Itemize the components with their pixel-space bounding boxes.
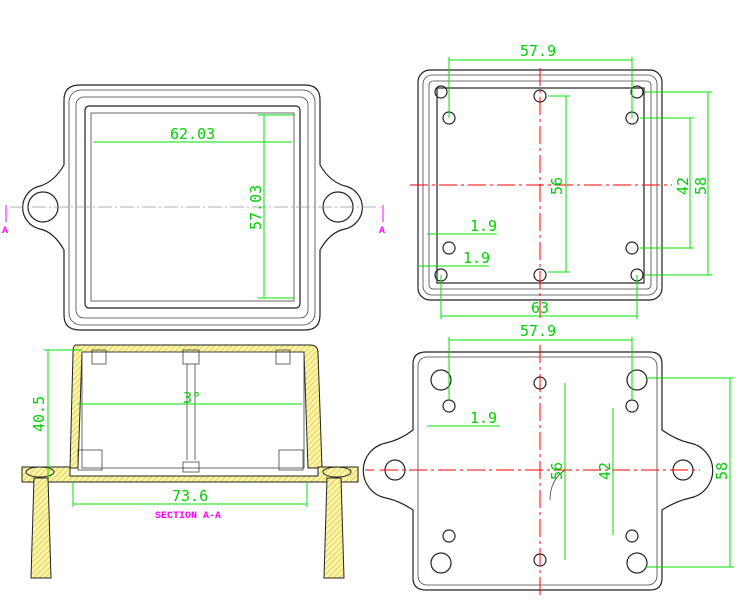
top-view: 62.03 57.03 A A xyxy=(2,84,385,331)
dim-56: 56 xyxy=(548,177,566,195)
section-title: SECTION A-A xyxy=(155,511,221,522)
dim-63: 63 xyxy=(531,299,549,317)
dim-1-9-b: 1.9 xyxy=(463,249,490,267)
dim-40-5: 40.5 xyxy=(30,396,48,432)
dim-42: 42 xyxy=(674,177,692,195)
inside-view: 57.9 63 56 42 58 1.9 1.9 xyxy=(410,42,712,322)
dim-width-62: 62.03 xyxy=(170,125,215,143)
dim-1-9-a: 1.9 xyxy=(470,217,497,235)
dim-57-9-bottom: 57.9 xyxy=(520,322,556,340)
dim-73-6: 73.6 xyxy=(172,487,208,505)
bottom-view: 57.9 1.9 56 42 58 xyxy=(362,322,734,595)
screw-left xyxy=(30,477,52,579)
section-marker-right: A xyxy=(379,226,385,237)
dim-57-9-top: 57.9 xyxy=(520,42,556,60)
screw-right xyxy=(323,477,345,579)
dim-1-9-bottom: 1.9 xyxy=(470,409,497,427)
dim-56-bottom: 56 xyxy=(548,462,566,480)
dim-58-bottom: 58 xyxy=(713,462,731,480)
dim-42-bottom: 42 xyxy=(596,462,614,480)
dim-draft-angle: 3° xyxy=(183,389,201,407)
bottom-holes xyxy=(430,369,648,574)
section-marker-left: A xyxy=(2,226,8,237)
dim-height-57: 57.03 xyxy=(247,185,265,230)
section-view: 40.5 3° 73.6 SECTION A-A xyxy=(21,344,374,579)
dim-58: 58 xyxy=(692,177,710,195)
